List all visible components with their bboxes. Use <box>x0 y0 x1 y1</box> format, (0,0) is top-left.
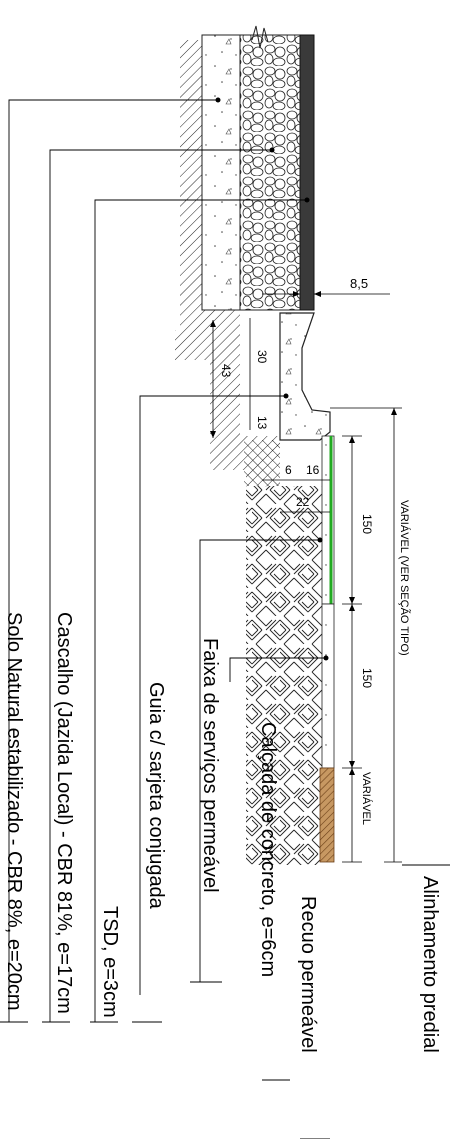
dim-150-a: 150 <box>360 514 374 534</box>
label-cascalho: Cascalho (Jazida Local) - CBR 81%, e=17c… <box>53 612 75 1014</box>
label-underlines <box>0 864 450 1139</box>
permeable-setback <box>319 767 335 863</box>
curb-gutter <box>279 312 331 441</box>
dim-variavel-total: VARIÁVEL (VER SEÇÃO TIPO) <box>398 500 411 656</box>
dim-13: 13 <box>255 416 269 430</box>
dimension-arrows <box>210 291 397 775</box>
label-faixa-servicos: Faixa de serviços permeável <box>199 638 221 893</box>
label-calcada-concreto: Calçada de concreto, e=6cm <box>257 722 279 977</box>
dim-8-5: 8,5 <box>350 276 368 291</box>
stabilized-soil-layer <box>201 34 241 311</box>
gravel-layer <box>239 34 301 311</box>
label-recuo-permeavel: Recuo permeável <box>297 896 319 1053</box>
dim-30: 30 <box>255 350 269 364</box>
dim-22: 22 <box>296 495 310 509</box>
natural-soil-hatch <box>175 40 280 486</box>
dim-16: 16 <box>306 463 320 477</box>
dimension-lines <box>212 293 402 863</box>
label-tsd: TSD, e=3cm <box>99 906 121 1018</box>
label-solo-natural: Solo Natural estabilizado - CBR 8%, e=20… <box>3 612 25 1011</box>
leader-lines <box>8 99 326 1022</box>
concrete-sidewalk <box>321 603 335 769</box>
tsd-asphalt-layer <box>299 34 315 311</box>
label-alinhamento-predial: Alinhamento predial <box>419 876 441 1053</box>
dim-variavel: VARIÁVEL <box>360 772 373 825</box>
leader-dots <box>215 97 329 661</box>
dim-43: 43 <box>219 364 233 378</box>
sidewalk-base-soil <box>246 486 322 865</box>
curb-base-hatch <box>244 440 280 486</box>
dim-150-b: 150 <box>360 668 374 688</box>
dim-6: 6 <box>285 463 292 477</box>
label-guia-sarjeta: Guia c/ sarjeta conjugada <box>145 682 167 910</box>
break-mark <box>251 25 269 49</box>
